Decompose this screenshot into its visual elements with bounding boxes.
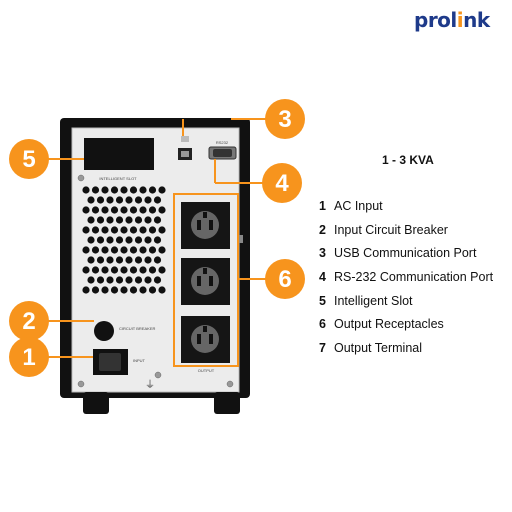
rs232-label: RS232 xyxy=(216,140,229,145)
intelligent-slot: INTELLIGENT SLOT xyxy=(84,138,154,181)
callout-badge-5: 5 xyxy=(9,139,49,179)
legend-item-number: 6 xyxy=(319,317,326,332)
legend-item: 2 Input Circuit Breaker xyxy=(319,223,493,247)
legend-item: 5 Intelligent Slot xyxy=(319,294,493,318)
legend-title: 1 - 3 KVA xyxy=(382,153,434,167)
legend-item-number: 5 xyxy=(319,293,326,308)
legend-item-number: 3 xyxy=(319,246,326,261)
circuit-breaker: CIRCUIT BREAKER xyxy=(94,321,155,341)
legend-item-label: Intelligent Slot xyxy=(334,293,413,308)
svg-text:6: 6 xyxy=(278,266,291,293)
ac-input-socket: INPUT ⏚ xyxy=(93,349,155,391)
legend-item-label: USB Communication Port xyxy=(334,246,477,261)
legend-item-number: 2 xyxy=(319,222,326,237)
legend-item-label: RS-232 Communication Port xyxy=(334,270,494,285)
svg-text:3: 3 xyxy=(278,106,291,133)
screws xyxy=(77,174,234,388)
output-receptacles: OUTPUT xyxy=(173,193,239,373)
svg-text:5: 5 xyxy=(22,146,35,173)
legend-item: 7 Output Terminal xyxy=(319,341,493,365)
legend-item: 3 USB Communication Port xyxy=(319,246,493,270)
output-label: OUTPUT xyxy=(198,368,215,373)
callout-badge-1: 1 xyxy=(9,337,49,377)
legend-list: 1 AC Input 2 Input Circuit Breaker 3 USB Comm… xyxy=(319,199,493,365)
breaker-label: CIRCUIT BREAKER xyxy=(119,326,155,331)
usb-port xyxy=(178,136,192,160)
legend-item-label: Output Terminal xyxy=(334,341,423,356)
callout-badge-3: 3 xyxy=(265,99,305,139)
rs232-port: RS232 xyxy=(208,140,237,160)
callout-badge-2: 2 xyxy=(9,301,49,341)
callout-badge-4: 4 xyxy=(262,163,302,203)
svg-text:4: 4 xyxy=(275,170,289,197)
callout-badge-6: 6 xyxy=(265,259,305,299)
slot-label: INTELLIGENT SLOT xyxy=(99,176,137,181)
prolink-logo: prolink xyxy=(414,8,490,32)
vent-grille xyxy=(82,186,166,294)
legend-item-label: AC Input xyxy=(334,199,383,213)
legend-item-number: 7 xyxy=(319,341,326,356)
svg-text:1: 1 xyxy=(22,344,35,371)
legend-item-number: 4 xyxy=(319,270,326,285)
callout-lines xyxy=(48,118,266,358)
legend-item-label: Input Circuit Breaker xyxy=(334,222,448,237)
legend-item-number: 1 xyxy=(319,199,326,213)
legend-item: 4 RS-232 Communication Port xyxy=(319,270,493,294)
legend-item: 6 Output Receptacles xyxy=(319,317,493,341)
svg-text:2: 2 xyxy=(22,308,35,335)
legend-item: 1 AC Input xyxy=(319,199,493,223)
input-label: INPUT xyxy=(133,358,146,363)
legend-item-label: Output Receptacles xyxy=(334,317,444,332)
ground-icon: ⏚ xyxy=(145,379,155,391)
